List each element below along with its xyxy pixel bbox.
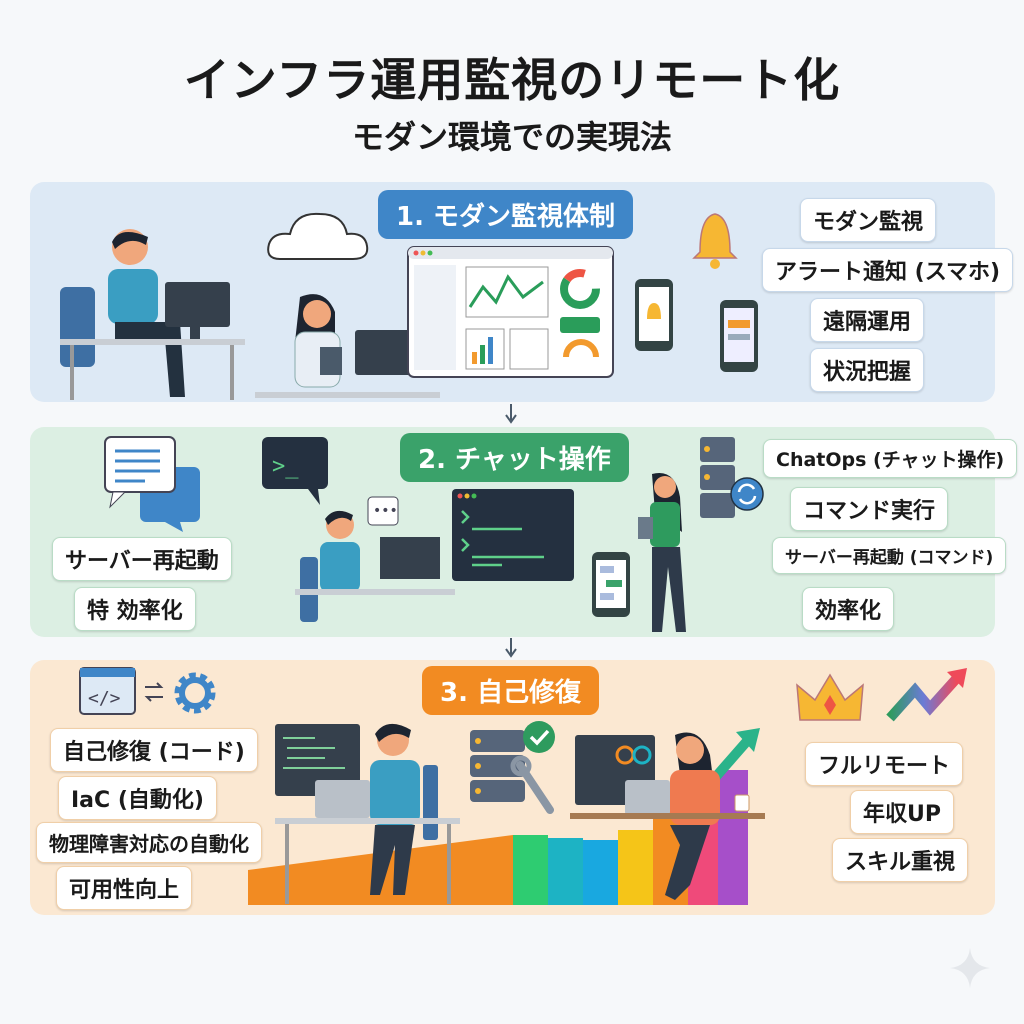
label-efficiency-right: 効率化 xyxy=(802,587,895,631)
gear-icon xyxy=(174,672,216,714)
label-chatops: ChatOps (チャット操作) xyxy=(763,439,1018,478)
sparkle-icon xyxy=(950,948,990,988)
label-skill-focus: スキル重視 xyxy=(832,838,969,882)
label-physical-failure-automation: 物理障害対応の自動化 xyxy=(36,822,262,863)
check-icon xyxy=(523,721,555,753)
section-badge: 2. チャット操作 xyxy=(400,433,629,482)
label-iac: IaC (自動化) xyxy=(58,776,217,820)
sync-arrows-icon xyxy=(144,682,164,702)
down-arrow-icon xyxy=(505,638,517,658)
label-efficiency: 特 効率化 xyxy=(74,587,196,631)
terminal-window-icon xyxy=(452,489,574,581)
person-at-computer-illustration: ••• xyxy=(295,496,455,622)
smartphone-icon xyxy=(592,552,630,617)
section-chatops: 2. チャット操作 >_ サーバー再起動 特 効率化 ••• ChatOps (… xyxy=(30,427,1018,637)
svg-text:</>: </> xyxy=(88,688,121,709)
label-remote-operation: 遠隔運用 xyxy=(810,298,925,342)
label-server-restart: サーバー再起動 xyxy=(52,537,232,581)
woman-with-tablet-illustration xyxy=(638,472,686,632)
wrench-icon xyxy=(510,755,554,814)
man-with-laptop-illustration xyxy=(275,723,460,904)
woman-with-tablet-illustration xyxy=(255,294,440,398)
section-badge: 3. 自己修復 xyxy=(422,666,600,715)
label-full-remote: フルリモート xyxy=(805,742,964,786)
label-salary-up: 年収UP xyxy=(850,790,954,834)
label-status-awareness: 状況把握 xyxy=(810,348,925,392)
subtitle: モダン環境での実現法 xyxy=(351,118,672,156)
svg-text:•••: ••• xyxy=(373,503,398,519)
person-at-desk-illustration xyxy=(60,229,245,400)
label-server-restart-command: サーバー再起動 (コマンド) xyxy=(772,537,1007,574)
dashboard-icon xyxy=(407,246,614,378)
section-badge: 1. モダン監視体制 xyxy=(378,190,634,239)
trend-up-arrow-icon xyxy=(886,668,967,722)
label-self-healing-code: 自己修復 (コード) xyxy=(50,728,258,772)
cloud-icon xyxy=(267,212,369,260)
section-modern-monitoring: 1. モダン監視体制 モダン監視 アラート通知 (スマホ) 遠隔運用 状況把握 xyxy=(30,182,1014,402)
terminal-icon: >_ xyxy=(262,437,328,505)
server-icon xyxy=(470,730,525,802)
refresh-icon xyxy=(730,477,764,511)
label-alert-notification: アラート通知 (スマホ) xyxy=(762,248,1014,292)
label-availability-improvement: 可用性向上 xyxy=(56,866,193,910)
crown-icon xyxy=(796,673,864,721)
label-command-execution: コマンド実行 xyxy=(790,487,949,531)
bell-icon xyxy=(692,213,738,269)
server-icon xyxy=(700,437,735,518)
section-self-healing: 3. 自己修復 </> 自己修復 (コード) IaC (自動化) 物理障害対応の… xyxy=(30,660,995,915)
woman-with-laptop-illustration xyxy=(570,732,765,900)
main-title: インフラ運用監視のリモート化 xyxy=(183,53,841,107)
smartphone-icon xyxy=(635,279,673,351)
code-icon: </> xyxy=(79,667,136,715)
smartphone-icon xyxy=(720,300,758,372)
down-arrow-icon xyxy=(505,404,517,424)
label-modern-monitoring: モダン監視 xyxy=(800,198,937,242)
svg-text:>_: >_ xyxy=(272,454,299,479)
chat-bubble-icon xyxy=(104,436,200,532)
